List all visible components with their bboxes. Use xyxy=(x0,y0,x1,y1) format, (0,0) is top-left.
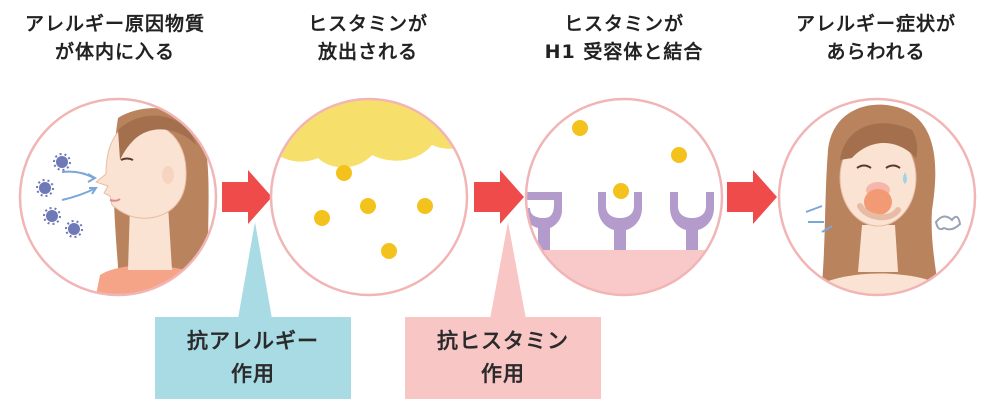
flow-arrow-3 xyxy=(727,170,777,224)
callout-pointer-anti-allergy xyxy=(236,222,274,330)
woman-inhaling-allergen-icon xyxy=(18,97,218,297)
step-3-label: ヒスタミンが H1 受容体と結合 xyxy=(544,13,704,63)
step-2-label: ヒスタミンが 放出される xyxy=(307,13,428,63)
mast-cell-histamine-release-icon xyxy=(269,97,469,297)
allergen-particles xyxy=(36,153,83,238)
anti-allergy-callout: 抗アレルギー 作用 xyxy=(155,317,351,399)
h1-receptor-binding-icon xyxy=(524,97,724,297)
callout-pointer-anti-histamine xyxy=(488,222,528,330)
histamine-particles-bound xyxy=(572,120,687,199)
h1-receptors xyxy=(526,192,714,250)
anti-histamine-callout: 抗ヒスタミン 作用 xyxy=(405,317,601,399)
step-1-label: アレルギー原因物質 が体内に入る xyxy=(24,13,205,63)
flow-arrow-1 xyxy=(222,170,272,224)
histamine-particles xyxy=(314,165,433,259)
woman-sneezing-icon xyxy=(777,97,977,297)
step-4-label: アレルギー症状が あらわれる xyxy=(795,13,956,63)
flow-arrow-2 xyxy=(474,170,524,224)
